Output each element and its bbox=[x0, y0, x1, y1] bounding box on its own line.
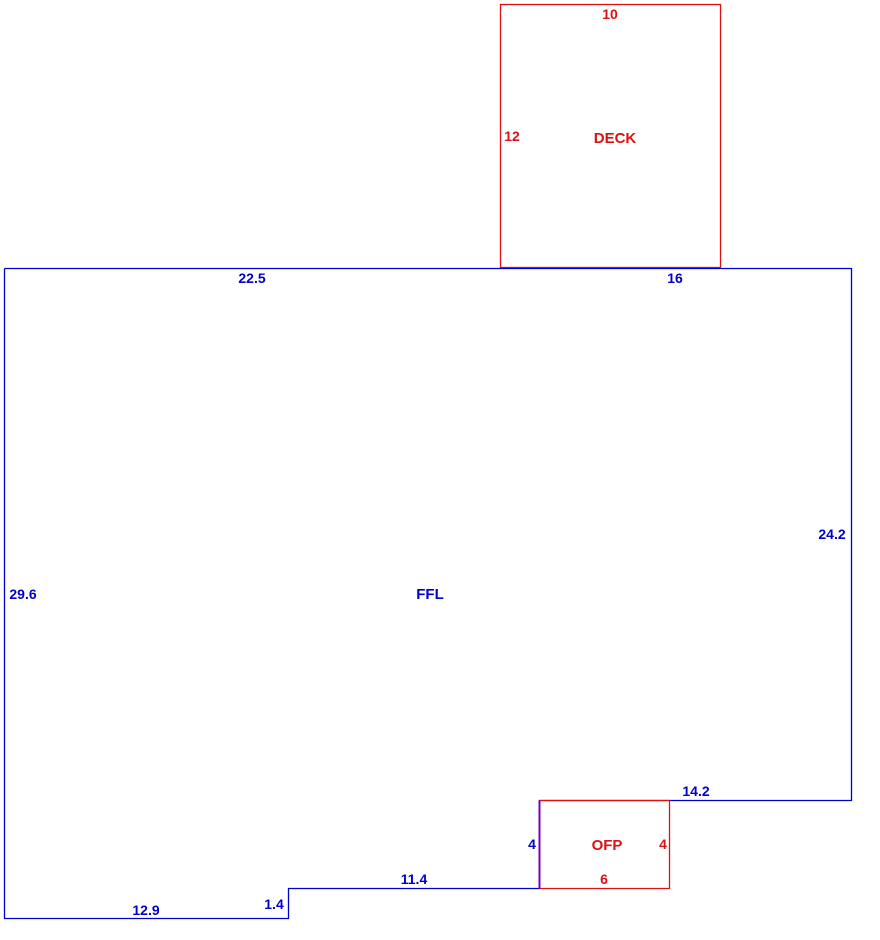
dimension-label-deck-top: 10 bbox=[602, 6, 618, 22]
deck-outline bbox=[499, 3, 722, 269]
porch-outline bbox=[539, 799, 671, 890]
dimension-label-porch-right: 4 bbox=[659, 836, 667, 852]
dimension-label-main-left: 29.6 bbox=[9, 586, 36, 602]
dimension-label-main-bottom-left: 12.9 bbox=[132, 902, 159, 918]
deck-area-label: DECK bbox=[594, 130, 637, 147]
main-area-label: FFL bbox=[416, 586, 444, 603]
dimension-label-deck-left: 12 bbox=[504, 128, 520, 144]
dimension-label-main-step-top: 14.2 bbox=[682, 783, 709, 799]
dimension-label-main-top-right: 16 bbox=[667, 270, 683, 286]
dimension-label-main-jog: 1.4 bbox=[264, 896, 284, 912]
dimension-label-main-right: 24.2 bbox=[818, 526, 845, 542]
dimension-label-main-bottom-mid: 11.4 bbox=[401, 871, 428, 887]
dimension-label-main-top-left: 22.5 bbox=[238, 270, 265, 286]
porch-area-label: OFP bbox=[592, 837, 623, 854]
dimension-label-porch-bottom: 6 bbox=[600, 871, 608, 887]
dimension-label-main-step-left: 4 bbox=[528, 836, 536, 852]
